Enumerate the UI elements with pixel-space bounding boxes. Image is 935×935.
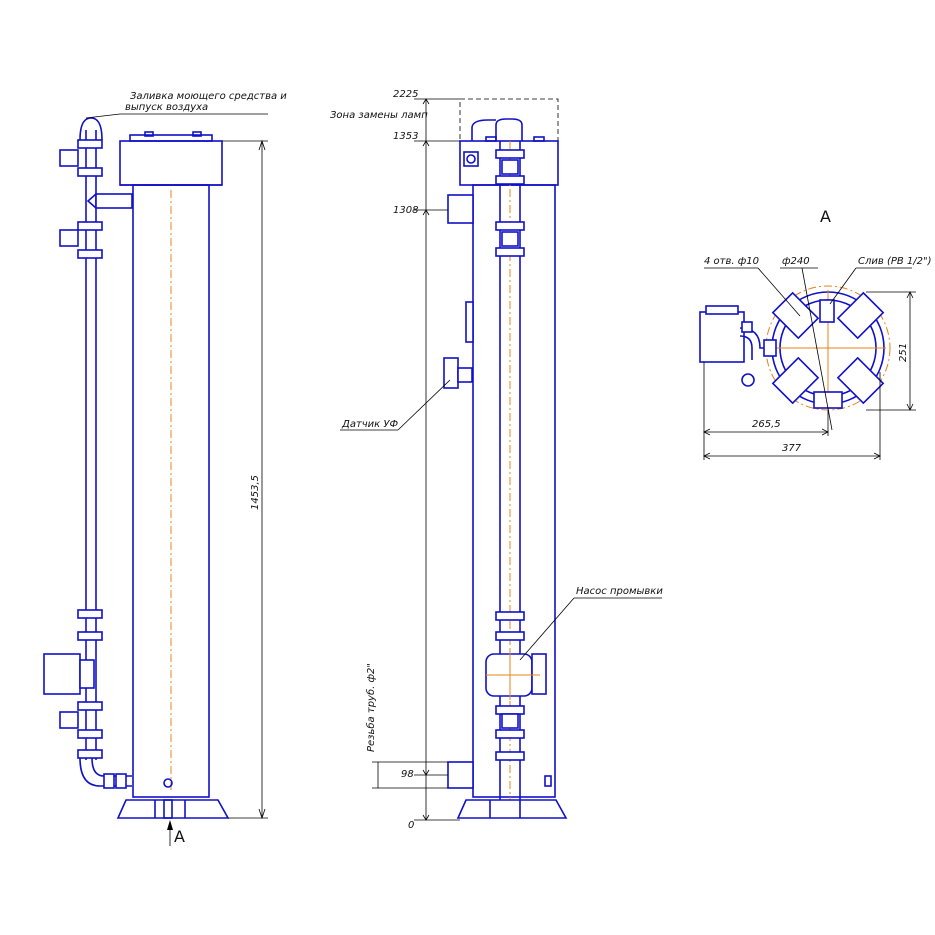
side-view: Заливка моющего средства и выпуск воздух… bbox=[43, 91, 287, 846]
dim-1308: 1308 bbox=[393, 205, 418, 216]
label-diam: ф240 bbox=[782, 256, 810, 267]
detail-view-a: A 4 отв. ф10 ф240 bbox=[699, 207, 932, 460]
side-valve-bottom bbox=[59, 711, 79, 729]
dim-98: 98 bbox=[401, 769, 414, 780]
label-flush-pump: Насос промывки bbox=[576, 586, 663, 597]
side-bottom-elbow bbox=[79, 757, 132, 787]
detail-pump bbox=[699, 311, 745, 363]
label-thread: Резьба труб. ф2" bbox=[365, 663, 377, 752]
dim-2225: 2225 bbox=[393, 89, 418, 100]
label-drain: Слив (РВ 1/2") bbox=[858, 256, 932, 267]
label-fill-line2: выпуск воздуха bbox=[125, 102, 208, 113]
outlet-98 bbox=[447, 761, 474, 789]
label-holes: 4 отв. ф10 bbox=[704, 256, 759, 267]
front-main-tube bbox=[472, 184, 556, 798]
front-view: 2225 Зона замены ламп 1353 1308 98 0 Рез… bbox=[330, 89, 663, 831]
dim-1353: 1353 bbox=[393, 131, 418, 142]
dim-height: 1453,5 bbox=[250, 475, 261, 510]
detail-title: A bbox=[820, 207, 831, 226]
label-uv-sensor: Датчик УФ bbox=[341, 419, 398, 430]
lamp-zone-box bbox=[459, 98, 559, 142]
side-valve-mid bbox=[59, 229, 79, 247]
label-lamp-zone: Зона замены ламп bbox=[330, 110, 428, 121]
side-top-elbow bbox=[79, 117, 103, 141]
front-base-foot bbox=[456, 799, 568, 819]
inlet-1308 bbox=[447, 194, 474, 224]
label-fill-line1: Заливка моющего средства и bbox=[130, 91, 287, 102]
dim-377: 377 bbox=[782, 443, 802, 454]
dim-251: 251 bbox=[898, 343, 909, 362]
side-pump bbox=[43, 653, 81, 695]
dim-265: 265,5 bbox=[752, 419, 781, 430]
side-valve-top bbox=[59, 149, 79, 167]
detail-drain bbox=[819, 299, 835, 323]
side-top-housing bbox=[119, 140, 223, 186]
view-arrow-label: A bbox=[174, 827, 185, 846]
side-base-foot bbox=[116, 799, 230, 819]
dim-0: 0 bbox=[408, 820, 414, 831]
